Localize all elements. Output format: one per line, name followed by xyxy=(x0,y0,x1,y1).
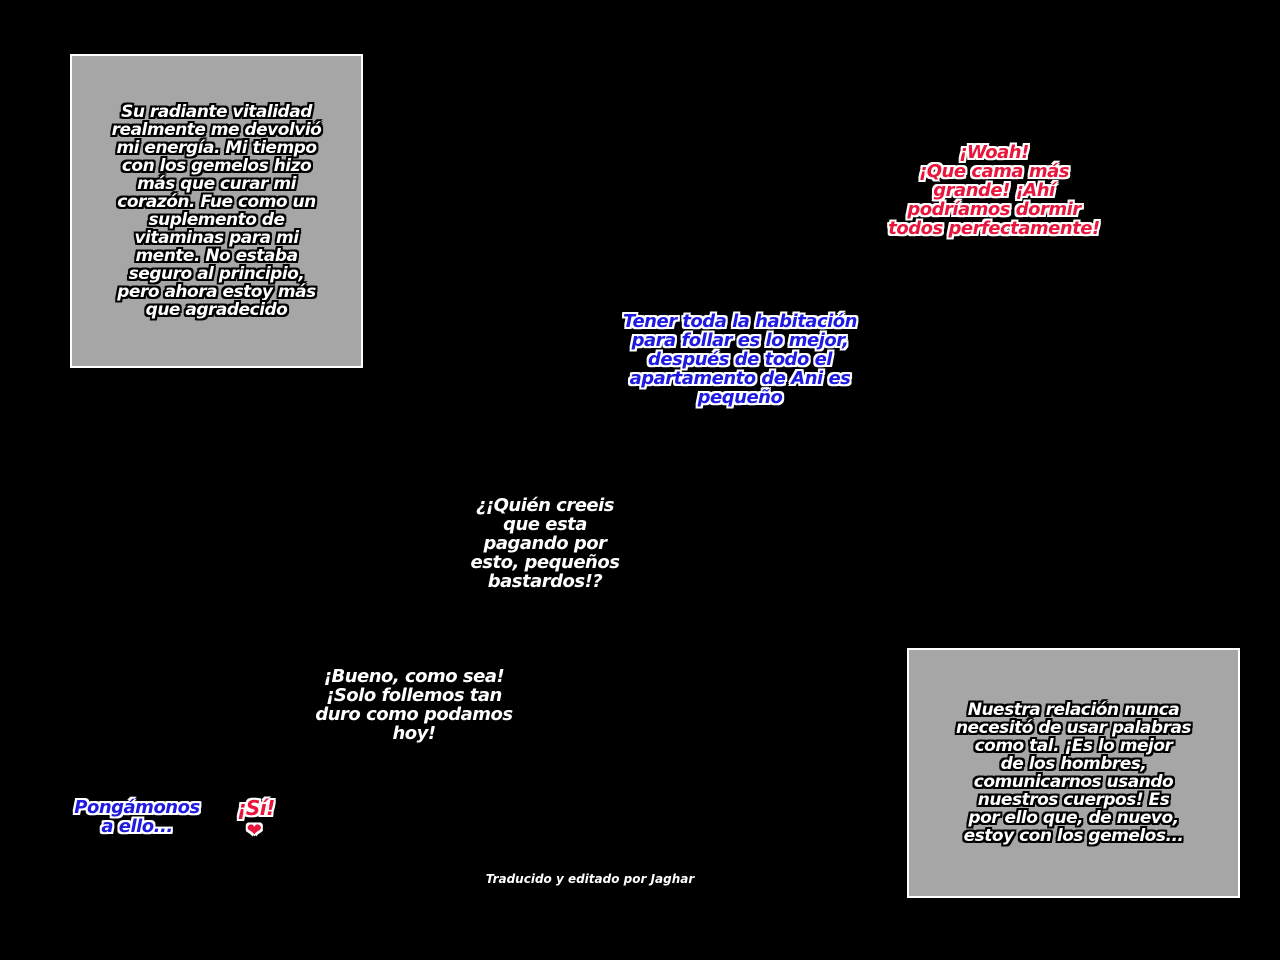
translator-credit: Traducido y editado por Jaghar xyxy=(485,872,695,886)
narration-box-bottom-right: Nuestra relación nunca necesitó de usar … xyxy=(907,648,1240,898)
speech-text-quien: ¿¡Quién creeis que esta pagando por esto… xyxy=(470,495,620,593)
speech-text-si: ¡Sí! xyxy=(237,796,275,820)
speech-text-pongamonos: Pongámonos a ello... xyxy=(74,797,200,838)
narration-box-top-left: Su radiante vitalidad realmente me devol… xyxy=(70,54,363,368)
speech-text-bueno: ¡Bueno, como sea! ¡Solo follemos tan dur… xyxy=(315,666,513,745)
speech-text-woah: ¡Woah! ¡Que cama más grande! ¡Ahí podría… xyxy=(888,142,1100,240)
speech-text-room: Tener toda la habitación para follar es … xyxy=(623,311,857,409)
narration-text-top-left: Su radiante vitalidad realmente me devol… xyxy=(111,101,322,321)
narration-text-bottom-right: Nuestra relación nunca necesitó de usar … xyxy=(955,699,1192,847)
heart-icon: ❤ xyxy=(246,820,262,841)
